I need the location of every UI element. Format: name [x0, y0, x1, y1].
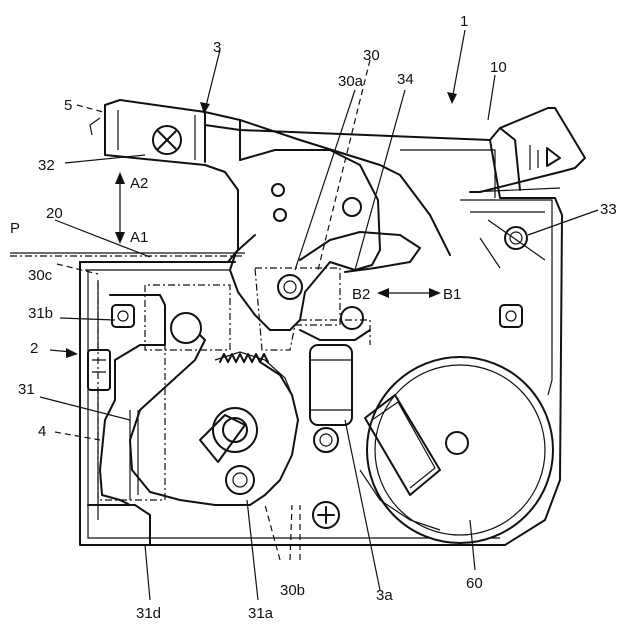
label-2: 2: [30, 340, 38, 357]
label-30a: 30a: [338, 73, 364, 90]
label-a1: A1: [130, 229, 148, 246]
label-60: 60: [466, 575, 483, 592]
bottom-screw: [313, 502, 339, 528]
label-31a: 31a: [248, 605, 274, 622]
label-31: 31: [18, 381, 35, 398]
label-30c: 30c: [28, 267, 53, 284]
label-1: 1: [460, 13, 468, 30]
spring-holder: [300, 330, 370, 452]
arrow-b1-b2: [377, 288, 441, 298]
label-30: 30: [363, 47, 380, 64]
arrow-a1-a2: [115, 172, 125, 244]
label-4: 4: [38, 423, 46, 440]
label-31d: 31d: [136, 605, 161, 622]
label-3: 3: [213, 39, 221, 56]
label-b1: B1: [443, 286, 461, 303]
label-32: 32: [38, 157, 55, 174]
label-30b: 30b: [280, 582, 305, 599]
left-parts: [88, 295, 165, 545]
label-p: P: [10, 220, 20, 237]
cam-31: [130, 313, 298, 505]
label-10: 10: [490, 59, 507, 76]
label-3a: 3a: [376, 587, 393, 604]
screw-33: [480, 220, 545, 268]
label-a2: A2: [130, 175, 148, 192]
label-b2: B2: [352, 286, 370, 303]
label-34: 34: [397, 71, 414, 88]
label-5: 5: [64, 97, 72, 114]
dashed-phantom-lines: [57, 60, 370, 560]
reference-line-p: [10, 253, 245, 256]
reference-labels: 1 3 30 10 30a 34 5 32 A2 20 A1 P 33 30c …: [10, 13, 617, 622]
label-20: 20: [46, 205, 63, 222]
label-33: 33: [600, 201, 617, 218]
motor-60: [360, 357, 553, 543]
label-31b: 31b: [28, 305, 53, 322]
